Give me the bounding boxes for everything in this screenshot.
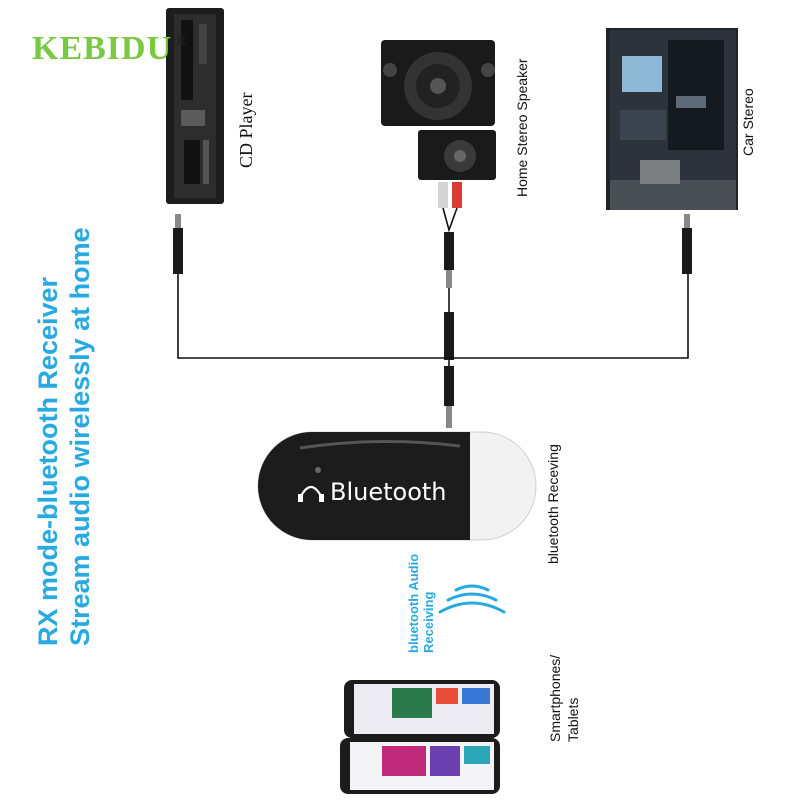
brand-logo: KEBIDU® [32,30,189,68]
home-speaker-image [381,40,496,233]
audio-jack-icon [173,214,692,428]
bluetooth-dongle: Bluetooth [257,431,537,541]
brand-name: KEBIDU [32,30,173,67]
car-stereo-image [606,28,738,210]
bluetooth-receving-label: bluetooth Receving [545,444,561,564]
wifi-signal-icon [438,584,506,614]
headline: RX mode-bluetooth Receiver Stream audio … [32,227,96,646]
smartphones-label: Smartphones/ Tablets [547,654,581,742]
cd-player-image [166,8,224,204]
smartphones-image [340,680,500,794]
home-speaker-label: Home Stereo Speaker [514,58,530,197]
headline-line-2: Stream audio wirelessly at home [65,227,95,646]
registered-mark: ® [174,30,189,50]
cd-player-label: CD Player [236,92,256,169]
dongle-label: Bluetooth [330,478,447,506]
headline-line-1: RX mode-bluetooth Receiver [33,276,63,646]
car-stereo-label: Car Stereo [740,88,756,156]
bluetooth-audio-label: bluetooth Audio Receiving [406,553,436,653]
